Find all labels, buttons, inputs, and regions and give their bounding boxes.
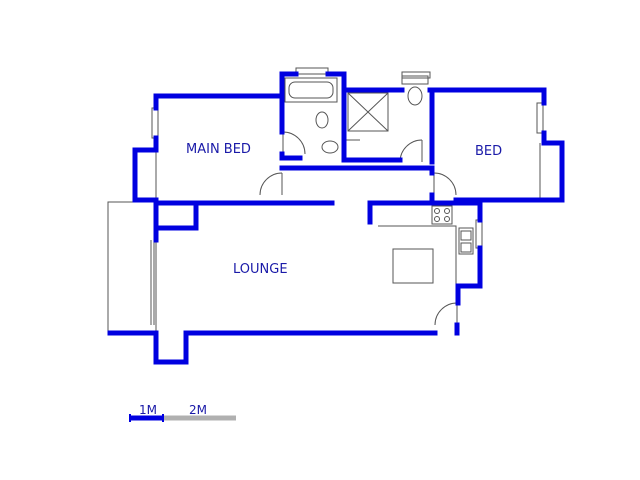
door-swing-entry xyxy=(434,302,458,326)
scale-bar: 1M 2M xyxy=(129,403,236,422)
kitchen-counter xyxy=(378,225,457,286)
door-swing-main-bed-2 xyxy=(259,172,283,196)
kitchen-island xyxy=(392,248,434,284)
bathtub xyxy=(284,77,338,103)
door-swing-main-bed xyxy=(282,131,306,155)
door-swing-bath xyxy=(399,139,423,163)
scale-label-1m: 1M xyxy=(139,403,157,417)
toilet-2 xyxy=(407,86,423,106)
door-swing-bed xyxy=(433,172,457,196)
scale-label-2m: 2M xyxy=(189,403,207,417)
room-label-main-bed: MAIN BED xyxy=(186,142,251,157)
walls xyxy=(107,71,565,365)
patio-outline xyxy=(107,201,157,333)
shower xyxy=(347,92,389,132)
cistern-2 xyxy=(401,75,429,85)
kitchen-sink xyxy=(458,227,474,255)
room-label-bed: BED xyxy=(475,144,502,159)
toilet-main xyxy=(315,111,329,129)
stove xyxy=(431,205,453,225)
fixtures xyxy=(107,67,544,333)
room-label-lounge: LOUNGE xyxy=(233,262,288,277)
basin-main xyxy=(321,140,339,154)
